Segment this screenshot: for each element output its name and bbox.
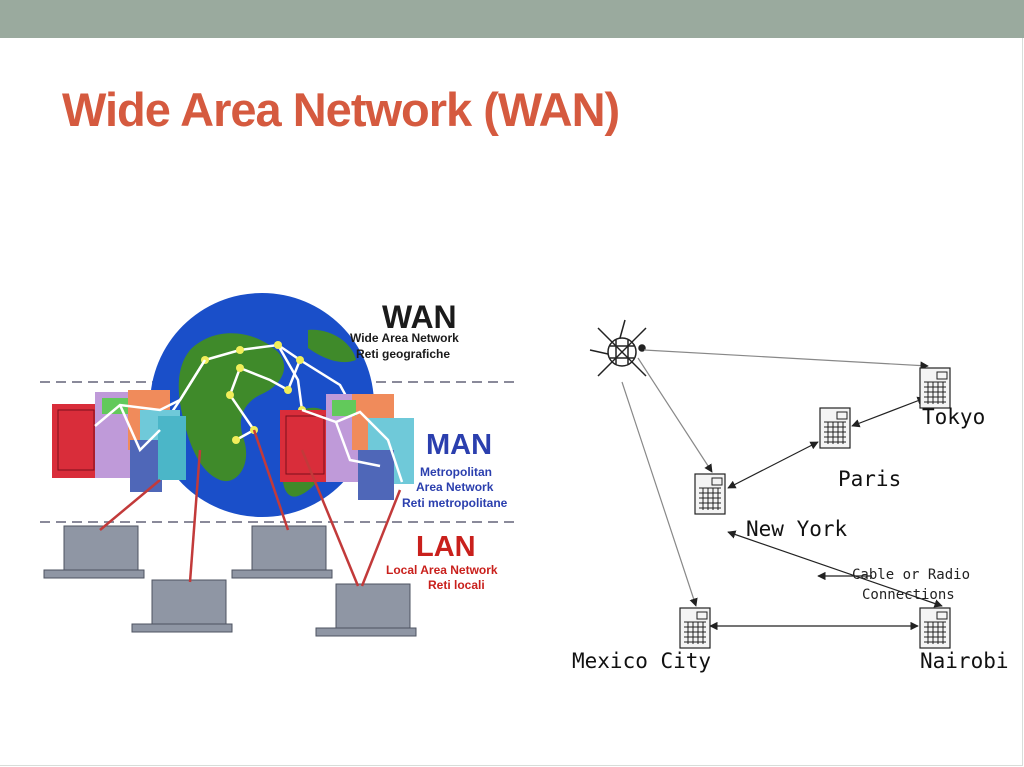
lan-building-3 (231, 525, 333, 579)
city-links (709, 396, 943, 631)
lan-building-1 (43, 525, 145, 579)
right-building-cluster (280, 394, 414, 500)
lan-desc-line2: Reti locali (428, 578, 485, 592)
man-desc-line2: Area Network (416, 480, 494, 494)
lan-desc-line1: Local Area Network (386, 563, 498, 577)
man-desc-line3: Reti metropolitane (402, 496, 508, 510)
lan-building-2 (131, 579, 233, 633)
city-label-tokyo: Tokyo (922, 405, 985, 429)
tokyo-building-icon (919, 367, 951, 409)
satellite-icon (589, 319, 647, 377)
wan-desc-line2: Reti geografiche (356, 347, 450, 361)
connection-links (621, 349, 929, 607)
legend-line1: Cable or Radio (852, 567, 970, 583)
wan-label: WAN (382, 299, 457, 335)
wan-desc-line1: Wide Area Network (350, 331, 459, 345)
city-label-paris: Paris (838, 467, 901, 491)
man-desc-line1: Metropolitan (420, 465, 492, 479)
legend-line2: Connections (862, 587, 955, 603)
lan-building-4 (315, 583, 417, 637)
wan-man-lan-illustration: WAN Wide Area Network Reti geografiche M… (40, 293, 515, 637)
city-wan-diagram: Tokyo Paris New York Mexico City Nairobi… (572, 319, 1009, 673)
man-label: MAN (426, 429, 492, 461)
slide-title: Wide Area Network (WAN) (62, 83, 620, 136)
right-man-links (301, 408, 404, 483)
top-accent-bar (0, 0, 1024, 38)
mexico-city-building-icon (679, 607, 711, 649)
city-label-new-york: New York (746, 517, 848, 541)
lan-label: LAN (416, 531, 476, 563)
lan-uplinks (99, 429, 402, 587)
left-man-links (94, 359, 207, 453)
paris-building-icon (819, 407, 851, 449)
city-label-mexico-city: Mexico City (572, 649, 711, 673)
new-york-building-icon (694, 473, 726, 515)
wan-nodes (201, 341, 322, 444)
city-label-nairobi: Nairobi (920, 649, 1009, 673)
slide-frame (0, 38, 1023, 766)
nairobi-building-icon (919, 607, 951, 649)
